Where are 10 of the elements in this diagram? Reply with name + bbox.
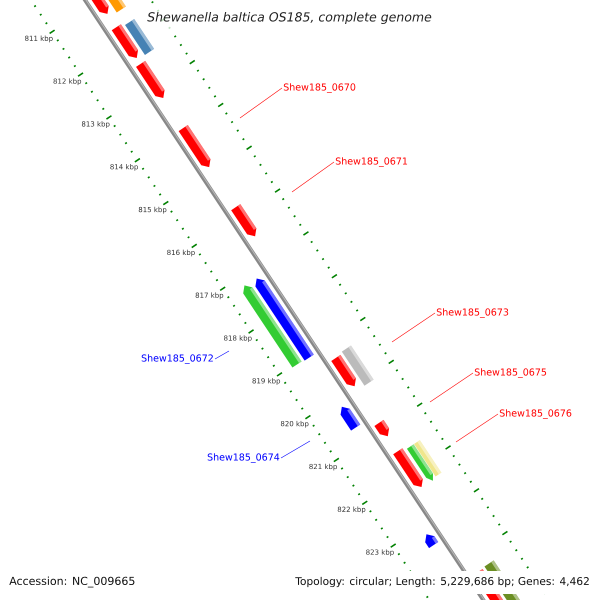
title: Shewanella baltica OS185, complete genome <box>147 12 432 24</box>
gene-label: Shew185_0673 <box>436 308 508 318</box>
gene-label: Shew185_0671 <box>336 157 408 167</box>
gene-label: Shew185_0675 <box>474 368 546 378</box>
genome-info-text: Topology: circular; Length: 5,229,686 bp; Genes: 4,462 <box>295 576 589 588</box>
gene-label: Shew185_0674 <box>208 453 280 463</box>
gene-label: Shew185_0672 <box>142 354 213 364</box>
gene-label: Shew185_0670 <box>284 83 356 93</box>
gene-label: Shew185_0676 <box>500 409 572 419</box>
accession-text: Accession: NC_009665 <box>9 576 134 588</box>
